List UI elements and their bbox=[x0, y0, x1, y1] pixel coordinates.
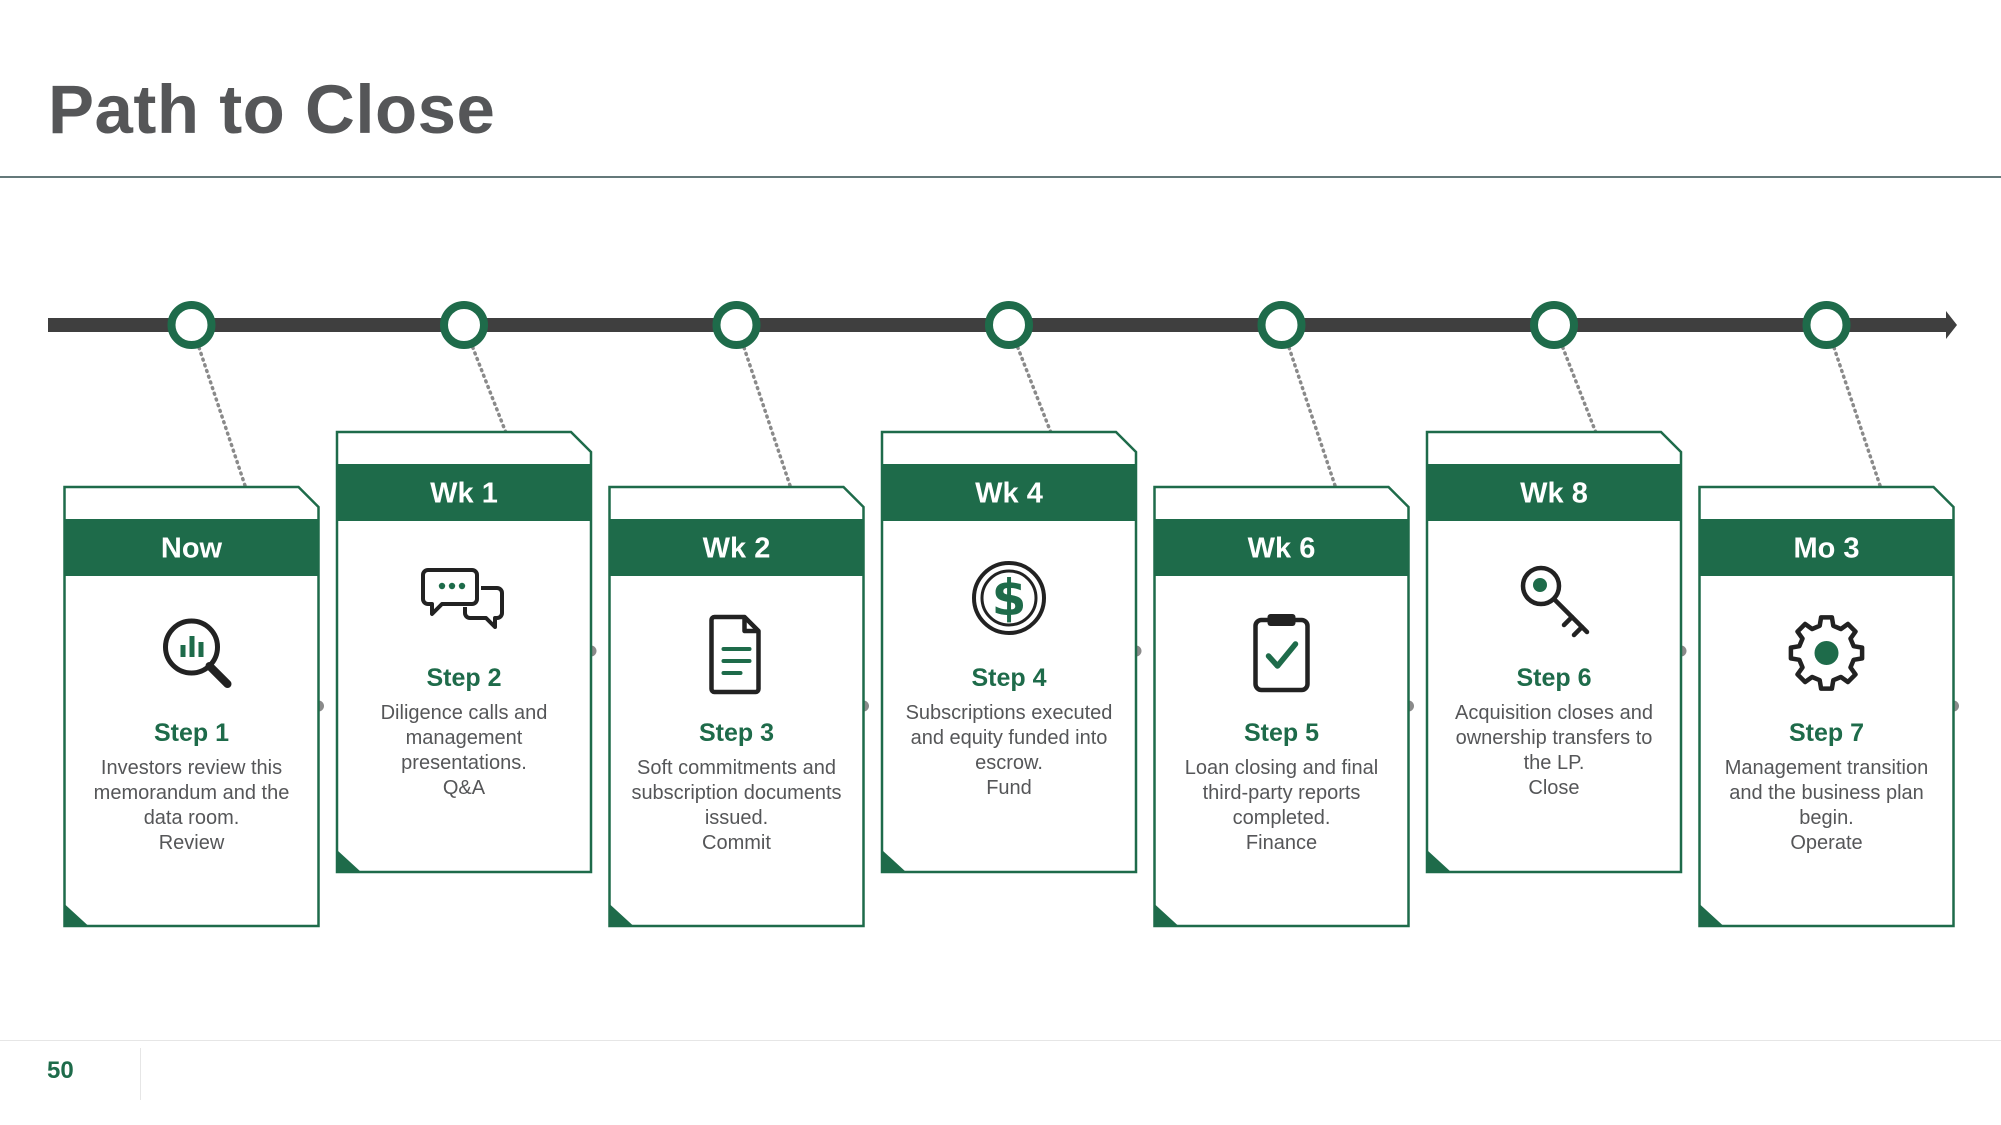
chat-bubbles-icon bbox=[421, 568, 504, 629]
step-description-line: begin. bbox=[1799, 807, 1854, 829]
card-header bbox=[1699, 519, 1954, 576]
card-period-label: Wk 8 bbox=[1520, 478, 1588, 510]
step-card-6: Wk 8 Step 6 Acquisition closes and ownershi… bbox=[1425, 430, 1683, 874]
step-card-2: Wk 1 Step 2 Diligence calls and management p… bbox=[335, 430, 593, 874]
card-corner bbox=[1427, 850, 1451, 872]
step-description-line: and the business plan bbox=[1729, 782, 1924, 804]
timeline-node bbox=[985, 301, 1033, 349]
step-title: Step 5 bbox=[1244, 719, 1319, 747]
step-description-line: management bbox=[406, 727, 523, 749]
card-corner bbox=[1154, 904, 1179, 926]
card-outline bbox=[63, 485, 320, 928]
card-outline bbox=[1153, 485, 1410, 928]
card-header bbox=[64, 519, 319, 576]
step-card-4: Wk 4 $ Step 4 Subscriptions executed and equ… bbox=[880, 430, 1138, 874]
card-header bbox=[1427, 464, 1681, 521]
footer-divider bbox=[0, 1040, 2001, 1041]
card-outline bbox=[1425, 430, 1683, 874]
step-keyword: Q&A bbox=[443, 777, 486, 799]
magnifier-chart-icon bbox=[163, 618, 232, 688]
timeline-node bbox=[1530, 301, 1578, 349]
timeline-node bbox=[1802, 301, 1851, 349]
dollar-coin-icon: $ bbox=[972, 561, 1046, 635]
step-description-line: issued. bbox=[705, 807, 768, 829]
step-description-line: the LP. bbox=[1524, 752, 1585, 774]
step-description-line: ownership transfers to bbox=[1456, 727, 1653, 749]
timeline-node bbox=[712, 301, 761, 349]
card-period-label: Wk 2 bbox=[703, 533, 771, 565]
step-description-line: and equity funded into bbox=[911, 727, 1108, 749]
clipboard-check-icon bbox=[1253, 614, 1310, 693]
step-keyword: Operate bbox=[1790, 832, 1862, 854]
step-description-line: Acquisition closes and bbox=[1455, 702, 1653, 724]
key-icon bbox=[1520, 565, 1590, 638]
card-header bbox=[609, 519, 864, 576]
document-icon bbox=[709, 614, 761, 695]
step-keyword: Close bbox=[1528, 777, 1579, 799]
step-card-5: Wk 6 Step 5 Loan closing and final third-pa… bbox=[1153, 485, 1410, 928]
step-title: Step 3 bbox=[699, 719, 774, 747]
step-keyword: Fund bbox=[986, 777, 1032, 799]
timeline-node bbox=[167, 301, 216, 349]
step-card-7: Mo 3 Step 7 Management transition and the b… bbox=[1698, 485, 1955, 928]
step-keyword: Review bbox=[159, 832, 225, 854]
card-corner bbox=[609, 904, 634, 926]
card-header bbox=[882, 464, 1136, 521]
step-description-line: escrow. bbox=[975, 752, 1043, 774]
step-description-line: Investors review this bbox=[101, 757, 282, 779]
card-header bbox=[337, 464, 591, 521]
step-description-line: third-party reports bbox=[1203, 782, 1361, 804]
timeline-node bbox=[1257, 301, 1306, 349]
timeline-arrow-icon bbox=[1946, 311, 1957, 339]
card-corner bbox=[64, 904, 89, 926]
card-corner bbox=[882, 850, 906, 872]
timeline-node bbox=[440, 301, 488, 349]
step-title: Step 2 bbox=[426, 664, 501, 692]
card-period-label: Mo 3 bbox=[1793, 533, 1859, 565]
card-period-label: Wk 6 bbox=[1248, 533, 1316, 565]
step-description-line: Subscriptions executed bbox=[906, 702, 1113, 724]
card-outline bbox=[335, 430, 593, 874]
step-title: Step 4 bbox=[971, 664, 1046, 692]
step-description-line: memorandum and the bbox=[94, 782, 290, 804]
step-keyword: Finance bbox=[1246, 832, 1317, 854]
step-description-line: subscription documents bbox=[631, 782, 841, 804]
card-outline bbox=[880, 430, 1138, 874]
step-description-line: Management transition bbox=[1725, 757, 1928, 779]
step-title: Step 1 bbox=[154, 719, 229, 747]
page-title: Path to Close bbox=[48, 71, 496, 148]
step-description-line: data room. bbox=[144, 807, 240, 829]
step-card-3: Wk 2 Step 3 Soft commitments and subscripti… bbox=[608, 485, 865, 928]
step-description-line: completed. bbox=[1233, 807, 1331, 829]
card-period-label: Wk 1 bbox=[430, 478, 498, 510]
page-number: 50 bbox=[47, 1057, 74, 1084]
card-outline bbox=[608, 485, 865, 928]
gear-icon bbox=[1788, 615, 1865, 691]
card-corner bbox=[337, 850, 361, 872]
step-title: Step 7 bbox=[1789, 719, 1864, 747]
card-period-label: Wk 4 bbox=[975, 478, 1043, 510]
card-header bbox=[1154, 519, 1409, 576]
step-description-line: Soft commitments and bbox=[637, 757, 836, 779]
card-outline bbox=[1698, 485, 1955, 928]
step-keyword: Commit bbox=[702, 832, 771, 854]
card-corner bbox=[1699, 904, 1724, 926]
svg-text:$: $ bbox=[992, 569, 1027, 627]
step-description-line: Diligence calls and bbox=[381, 702, 548, 724]
title-divider bbox=[0, 176, 2001, 178]
step-description-line: Loan closing and final bbox=[1185, 757, 1378, 779]
footer-separator bbox=[140, 1048, 141, 1100]
step-title: Step 6 bbox=[1516, 664, 1591, 692]
card-period-label: Now bbox=[161, 533, 223, 565]
step-description-line: presentations. bbox=[401, 752, 527, 774]
